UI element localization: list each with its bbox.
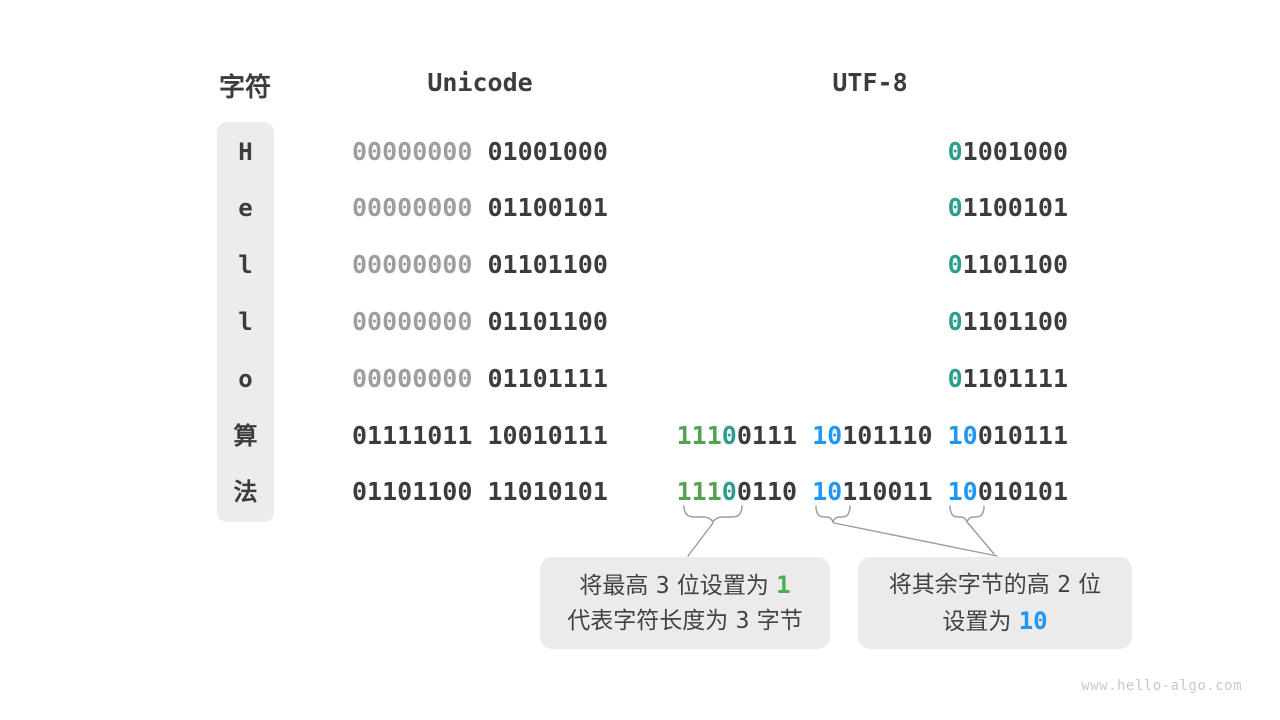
text-segment: 位 — [1070, 572, 1102, 598]
utf8-cell: 01101100 — [948, 304, 1068, 340]
unicode-cell: 01111011 10010111 — [352, 418, 608, 454]
binary-segment: 00000000 — [352, 193, 488, 222]
binary-segment: 01101100 11010101 — [352, 477, 608, 506]
callout-leading-bits-line1: 将最高 3 位设置为 1 — [540, 567, 830, 603]
unicode-cell: 00000000 01001000 — [352, 134, 608, 170]
text-segment: 将其余字节的高 — [888, 572, 1058, 598]
binary-segment: 01001000 — [487, 137, 608, 166]
column-header-unicode: Unicode — [427, 68, 533, 97]
unicode-cell: 01101100 11010101 — [352, 474, 608, 510]
binary-segment: 1100101 — [962, 193, 1068, 222]
unicode-cell: 00000000 01101111 — [352, 361, 608, 397]
utf8-cell: 01101111 — [948, 361, 1068, 397]
callout-continuation-bits-line2: 设置为 10 — [858, 603, 1132, 639]
binary-segment: 01101100 — [487, 307, 608, 336]
char-cell: o — [238, 365, 253, 393]
binary-segment: 0 — [947, 193, 963, 222]
utf8-cell: 01100101 — [948, 190, 1068, 226]
callout-continuation-bits-line1: 将其余字节的高 2 位 — [858, 567, 1132, 603]
char-column-background — [217, 122, 274, 522]
binary-segment: 00000000 — [352, 364, 488, 393]
binary-segment: 01101100 — [487, 250, 608, 279]
callout-leading-bits-line2: 代表字符长度为 3 字节 — [540, 603, 830, 639]
text-segment: 将最高 — [579, 573, 656, 599]
binary-segment: 0 — [721, 477, 737, 506]
binary-segment: 0 — [947, 250, 963, 279]
binary-segment: 0 — [947, 137, 963, 166]
utf8-cell: 01101100 — [948, 247, 1068, 283]
text-segment: 设置为 — [942, 609, 1019, 635]
binary-segment: 0111 — [736, 421, 813, 450]
binary-segment: 1101100 — [962, 307, 1068, 336]
binary-segment: 01101111 — [487, 364, 608, 393]
binary-segment: 110011 — [842, 477, 948, 506]
column-header-char: 字符 — [218, 73, 271, 103]
callout-continuation-bits: 将其余字节的高 2 位 设置为 10 — [858, 557, 1132, 649]
unicode-cell: 00000000 01101100 — [352, 247, 608, 283]
text-segment: 代表字符长度为 — [567, 608, 736, 634]
char-cell: l — [238, 251, 253, 279]
callout-leading-bits: 将最高 3 位设置为 1 代表字符长度为 3 字节 — [540, 557, 830, 649]
text-segment: 1 — [776, 571, 791, 599]
binary-segment: 0 — [947, 364, 963, 393]
binary-segment: 1101100 — [962, 250, 1068, 279]
binary-segment: 10 — [947, 477, 978, 506]
binary-segment: 00000000 — [352, 137, 488, 166]
binary-segment: 010111 — [977, 421, 1068, 450]
text-segment: 2 — [1057, 572, 1071, 598]
binary-segment: 00000000 — [352, 307, 488, 336]
binary-segment: 010101 — [977, 477, 1068, 506]
text-segment: 位设置为 — [669, 573, 777, 599]
char-cell: 法 — [233, 478, 258, 506]
text-segment: 10 — [1018, 607, 1048, 635]
binary-segment: 1101111 — [962, 364, 1068, 393]
binary-segment: 101110 — [842, 421, 948, 450]
utf8-cell: 11100111 10101110 10010111 — [677, 418, 1068, 454]
binary-segment: 111 — [676, 477, 722, 506]
unicode-cell: 00000000 01101100 — [352, 304, 608, 340]
text-segment: 3 — [655, 573, 670, 599]
binary-segment: 0 — [947, 307, 963, 336]
watermark: www.hello-algo.com — [1081, 678, 1242, 694]
binary-segment: 0 — [721, 421, 737, 450]
text-segment: 3 — [735, 608, 750, 634]
binary-segment: 1001000 — [962, 137, 1068, 166]
utf8-cell: 11100110 10110011 10010101 — [677, 474, 1068, 510]
binary-segment: 00000000 — [352, 250, 488, 279]
text-segment: 字节 — [749, 608, 803, 634]
char-cell: e — [238, 194, 253, 222]
binary-segment: 10 — [812, 477, 843, 506]
binary-segment: 0110 — [736, 477, 813, 506]
binary-segment: 111 — [676, 421, 722, 450]
binary-segment: 01111011 10010111 — [352, 421, 608, 450]
char-cell: l — [238, 308, 253, 336]
binary-segment: 01100101 — [487, 193, 608, 222]
unicode-cell: 00000000 01100101 — [352, 190, 608, 226]
utf8-cell: 01001000 — [948, 134, 1068, 170]
column-header-utf8: UTF-8 — [832, 68, 908, 97]
binary-segment: 10 — [812, 421, 843, 450]
char-cell: 算 — [233, 422, 258, 450]
binary-segment: 10 — [947, 421, 978, 450]
char-cell: H — [238, 138, 253, 166]
